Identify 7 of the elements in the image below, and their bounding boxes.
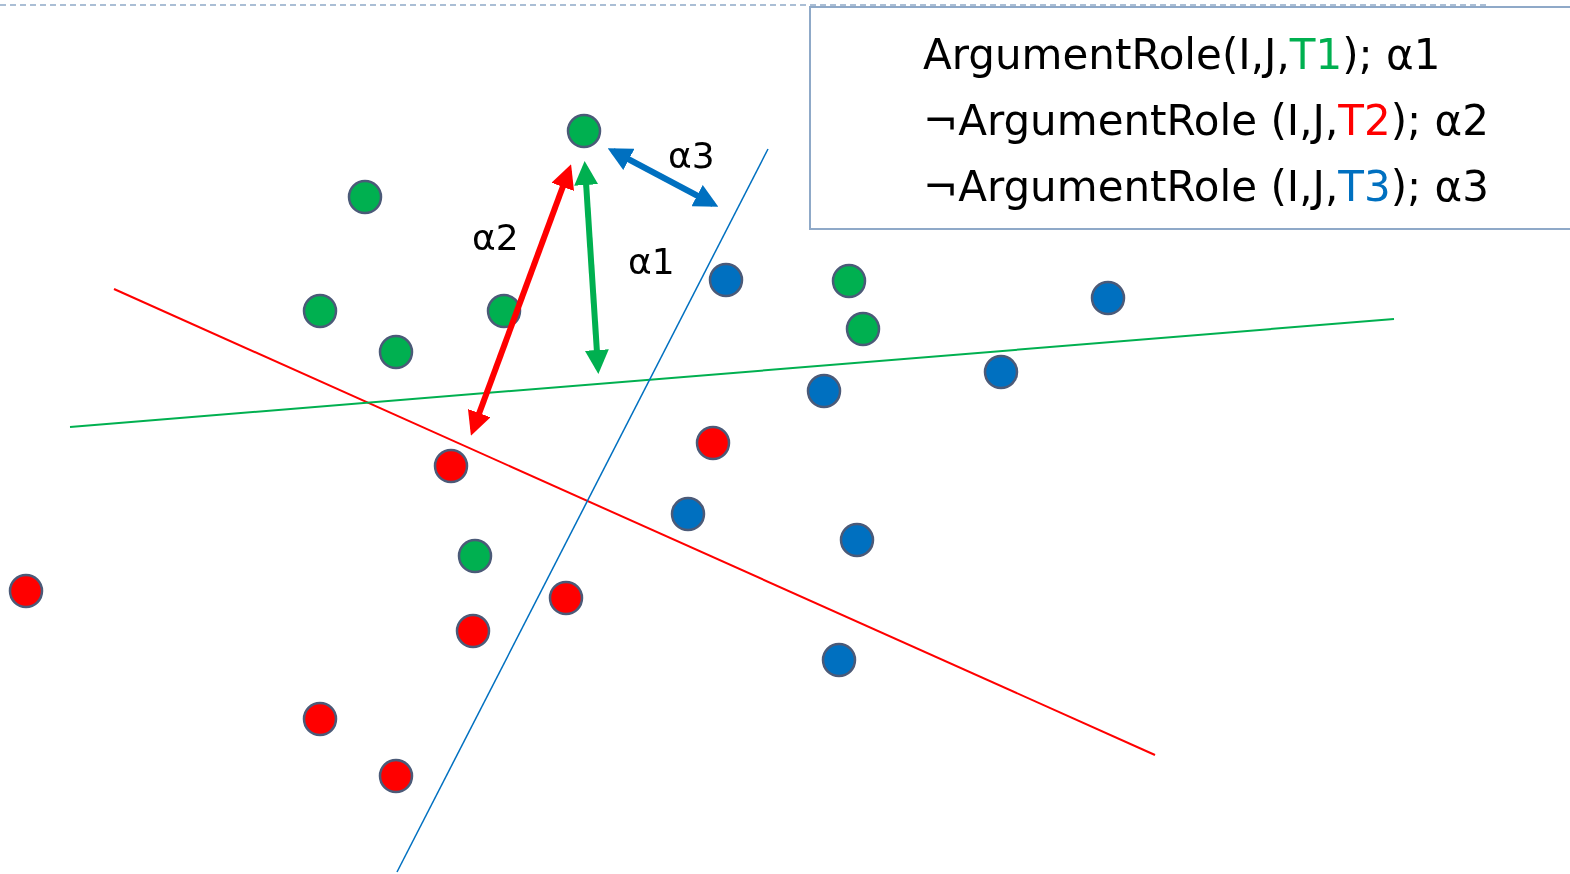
text-box [809, 6, 1570, 230]
distance-label: α2 [472, 218, 519, 258]
distance-label: α3 [668, 136, 715, 176]
distance-label: α1 [628, 242, 675, 282]
formula-text: ¬ArgumentRole (I,J,T3); α3 [923, 161, 1489, 213]
formula-text: ArgumentRole(I,J,T1); α1 [923, 29, 1441, 81]
formula-text: ¬ArgumentRole (I,J,T2); α2 [923, 95, 1489, 147]
